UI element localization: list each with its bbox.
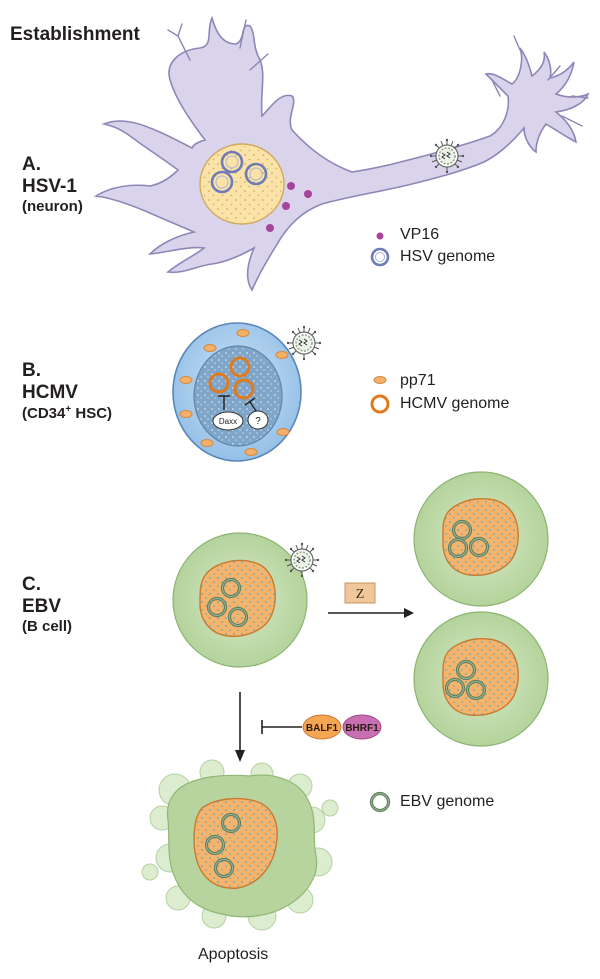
legend-pp71-icon <box>373 376 387 384</box>
unknown-bubble <box>247 410 269 430</box>
z-protein-box <box>344 582 376 604</box>
vp16-dot <box>282 202 290 210</box>
hcmv-genomes <box>208 356 255 400</box>
hcmv-genome <box>208 372 230 394</box>
vp16-dots <box>266 182 312 232</box>
hsv-genome <box>210 170 234 194</box>
daxx-bubble <box>212 411 244 431</box>
pp71-dot <box>244 448 258 456</box>
pp71-dot <box>276 428 290 436</box>
hcmv-genome <box>233 378 255 400</box>
panel-c-letter: C. <box>22 574 41 595</box>
vp16-dot <box>266 224 274 232</box>
apoptosis-arrowhead <box>235 750 245 762</box>
legend-ebv-genome-text: EBV genome <box>400 793 495 810</box>
bhrf1-label: BHRF1 <box>345 723 379 734</box>
hsv-genome <box>220 150 244 174</box>
panel-c-cell: (B cell) <box>22 617 73 635</box>
legend-pp71-text: pp71 <box>400 372 436 389</box>
pp71-dot <box>275 351 289 359</box>
unknown-label: ? <box>255 416 261 427</box>
neuron <box>93 15 590 292</box>
legend-hsv-genome-icon <box>370 247 390 267</box>
legend-ebv-genome-icon <box>369 791 391 813</box>
legend-hcmv-genome-icon <box>370 394 390 414</box>
figure-title: Establishment <box>10 24 140 45</box>
hsv-genome-inner <box>215 175 229 189</box>
bhrf1-pill <box>342 714 382 740</box>
legend-vp16-icon <box>376 232 384 240</box>
vp16-dot <box>287 182 295 190</box>
hsv-genome-inner <box>249 167 263 181</box>
panel-b-cell-prefix: (CD34 <box>22 404 66 422</box>
hcmv-genome <box>229 356 251 378</box>
pp71-dot <box>179 376 193 384</box>
panel-b-cell-suffix: HSC) <box>71 404 113 422</box>
daughter-cell-nucleus-texture <box>442 498 519 576</box>
inhibition-mark <box>218 395 230 410</box>
panel-b-cell: (CD34+ HSC) <box>22 404 112 422</box>
hsv-genome <box>244 162 268 186</box>
daughter-cell-top <box>413 471 549 607</box>
balf1-label: BALF1 <box>306 723 339 734</box>
panel-a-virus: HSV-1 <box>22 175 77 197</box>
panel-b-letter: B. <box>22 360 41 381</box>
daxx-label: Daxx <box>219 417 237 426</box>
pp71-dot <box>203 344 217 352</box>
apoptotic-cell <box>141 759 339 931</box>
panel-b-label: B. HCMV (CD34+ HSC) <box>22 360 112 422</box>
panel-b-cell-sup: + <box>65 403 72 415</box>
panel-c-label: C. EBV (B cell) <box>22 574 72 635</box>
b-cell <box>172 532 308 668</box>
vp16-dot <box>304 190 312 198</box>
pp71-dot <box>236 329 250 337</box>
pp71-dots <box>179 329 290 456</box>
pp71-dot <box>200 439 214 447</box>
panel-a-label: A. HSV-1 (neuron) <box>22 154 83 215</box>
panel-a-cell: (neuron) <box>22 197 83 215</box>
panel-c-virus: EBV <box>22 595 62 617</box>
b-cell-nucleus-texture <box>200 560 276 637</box>
z-protein-label: Z <box>356 587 365 602</box>
balf1-pill <box>302 714 342 740</box>
daughter-cell-nucleus-texture <box>442 638 519 716</box>
hsv-genome-inner <box>225 155 239 169</box>
hsv-genomes <box>210 150 268 194</box>
pp71-dot <box>179 410 193 418</box>
legend-vp16-text: VP16 <box>400 226 440 243</box>
panel-b-virus: HCMV <box>22 381 78 403</box>
daughter-cell-bottom <box>413 611 549 747</box>
legend-hsv-genome-text: HSV genome <box>400 248 496 265</box>
apoptosis-caption: Apoptosis <box>198 946 269 963</box>
panel-a-letter: A. <box>22 154 41 175</box>
legend-hcmv-genome-text: HCMV genome <box>400 395 510 412</box>
proliferation-arrowhead <box>404 608 414 618</box>
legend-hsv-genome-icon-inner <box>375 252 385 262</box>
